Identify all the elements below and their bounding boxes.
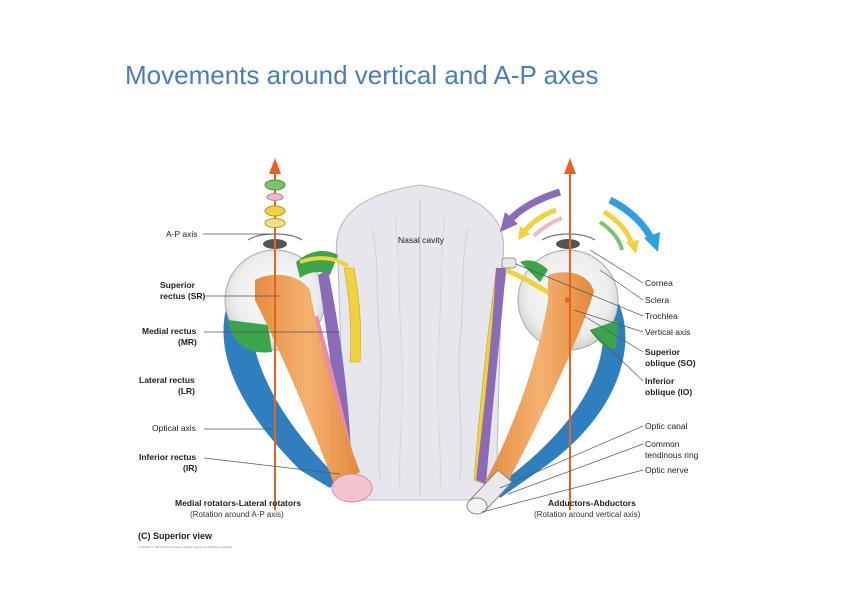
label-vertical-axis: Vertical axis: [645, 327, 690, 337]
label-superior-oblique-1: Superior: [645, 347, 681, 357]
caption-superior-view: (C) Superior view: [138, 531, 213, 541]
right-medial-rectus-muscle: [590, 320, 618, 350]
right-cornea: [556, 239, 580, 249]
label-lateral-rectus-2: (LR): [178, 386, 195, 396]
caption-left-main: Medial rotators-Lateral rotators: [175, 498, 301, 508]
left-superior-oblique-muscle: [343, 267, 362, 363]
label-inferior-oblique-2: oblique (IO): [645, 387, 692, 397]
label-inferior-rectus-1: Inferior rectus: [139, 452, 196, 462]
left-medial-rectus-muscle: [228, 320, 272, 353]
label-lateral-rectus-1: Lateral rectus: [139, 375, 195, 385]
label-cornea: Cornea: [645, 278, 673, 288]
right-inferior-oblique-muscle: [476, 268, 506, 484]
label-ap-axis: A-P axis: [166, 229, 198, 239]
slide-title: Movements around vertical and A-P axes: [125, 60, 599, 90]
label-inferior-oblique-1: Inferior: [645, 376, 675, 386]
left-ap-axis-arrowhead: [269, 158, 281, 174]
left-orbit: [223, 158, 373, 510]
copyright-text: Copyright © 2014 Wolters Kluwer Health |…: [138, 545, 233, 549]
label-medial-rectus-2: (MR): [178, 337, 197, 347]
label-optic-canal: Optic canal: [645, 421, 688, 431]
label-superior-oblique-2: oblique (SO): [645, 358, 696, 368]
right-vertical-axis-arrowhead: [564, 158, 576, 174]
label-optic-nerve: Optic nerve: [645, 465, 689, 475]
right-labels: Cornea Sclera Trochlea Vertical axis Sup…: [481, 249, 699, 513]
label-common-tendinous-ring-2: tendinous ring: [645, 450, 699, 460]
label-superior-rectus-1: Superior: [160, 280, 196, 290]
label-optical-axis: Optical axis: [152, 423, 196, 433]
caption-right-main: Adductors-Abductors: [548, 498, 636, 508]
label-sclera: Sclera: [645, 295, 669, 305]
captions: Medial rotators-Lateral rotators (Rotati…: [138, 498, 641, 549]
rotation-arrows-icons: [500, 188, 660, 254]
rotation-indicator-icons: [264, 179, 286, 228]
left-optic-nerve: [331, 473, 373, 503]
label-medial-rectus-1: Medial rectus: [142, 326, 197, 336]
caption-right-sub: (Rotation around vertical axis): [534, 510, 641, 519]
label-superior-rectus-2: rectus (SR): [160, 291, 206, 301]
label-trochlea: Trochlea: [645, 311, 678, 321]
trochlea: [501, 257, 517, 269]
label-nasal-cavity: Nasal cavity: [398, 235, 445, 245]
right-optic-nerve: [466, 469, 513, 515]
nasal-cavity: [335, 184, 505, 501]
caption-left-sub: (Rotation around A-P axis): [190, 510, 284, 519]
label-common-tendinous-ring-1: Common: [645, 439, 680, 449]
label-inferior-rectus-2: (IR): [183, 463, 197, 473]
left-labels: A-P axis Superior rectus (SR) Medial rec…: [139, 229, 341, 475]
